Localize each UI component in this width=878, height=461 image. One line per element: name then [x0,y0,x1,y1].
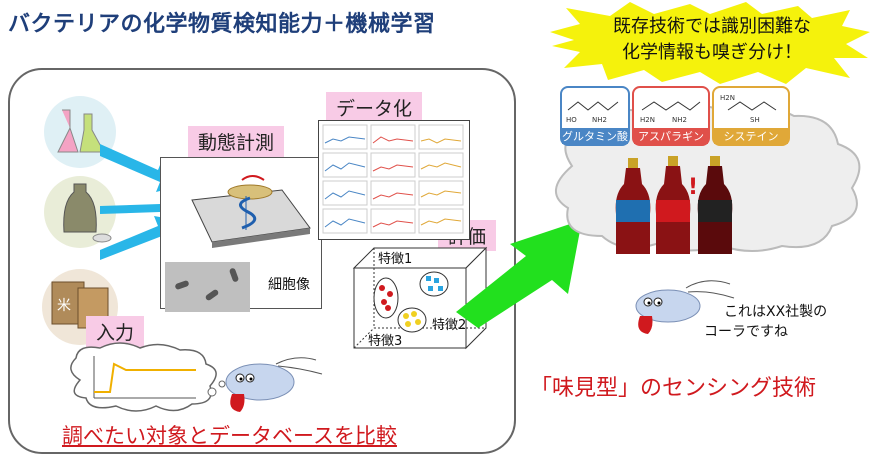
bacterium-left-illustration [225,357,323,412]
chemical-card-asparagine: H2N NH2 アスパラギン [632,86,710,146]
svg-text:NH2: NH2 [592,116,607,124]
page-title: バクテリアの化学物質検知能力＋機械学習 [8,12,436,37]
input-samples-illustration: 米 [42,96,118,345]
sensing-technology-label: 「味見型」のセンシング技術 [530,376,817,401]
cell-image-label: 細胞像 [268,277,310,293]
speech-line-2: コーラですね [704,324,788,340]
cola-bottles-illustration: ! [615,156,733,254]
burst-line-2: 化学情報も嗅ぎ分け！ [622,42,802,63]
thought-bubble [70,342,226,412]
bottom-caption: 調べたい対象とデータベースを比較 [62,424,397,448]
bacterium-speech: これはXX社製の コーラですね [704,302,828,342]
burst-callout [550,2,870,84]
speech-line-1: これはXX社製の [724,304,828,320]
feature2-label: 特徴2 [432,318,467,333]
green-arrow [456,220,582,328]
svg-text:米: 米 [57,298,71,314]
input-label: 入力 [86,316,145,347]
svg-text:SH: SH [750,116,760,124]
burst-line-1: 既存技術では識別困難な [613,16,811,37]
feature1-label: 特徴1 [378,252,413,267]
svg-text:H2N: H2N [720,94,735,102]
svg-text:!: ! [688,175,698,200]
chemical-card-cysteine: H2N SH システイン [712,86,790,146]
svg-text:H2N: H2N [640,116,655,124]
feature3-label: 特徴3 [368,334,403,349]
svg-text:NH2: NH2 [672,116,687,124]
dynamic-measure-label: 動態計測 [188,126,285,157]
chemical-card-glutamate: HO NH2 グルタミン酸 [560,86,630,146]
measurement-stage [191,175,311,248]
svg-text:HO: HO [566,116,577,124]
cell-image [165,262,250,312]
chemical-label-glutamate: グルタミン酸 [562,128,628,144]
bacterium-right-illustration [635,280,735,334]
burst-text: 既存技術では識別困難な 化学情報も嗅ぎ分け！ [592,14,832,66]
data-graphs-grid [318,120,470,240]
data-conversion-label: データ化 [326,92,423,123]
chemical-label-cysteine: システイン [714,128,788,144]
chemical-label-asparagine: アスパラギン [634,128,708,144]
feature-space-cube [352,246,488,350]
